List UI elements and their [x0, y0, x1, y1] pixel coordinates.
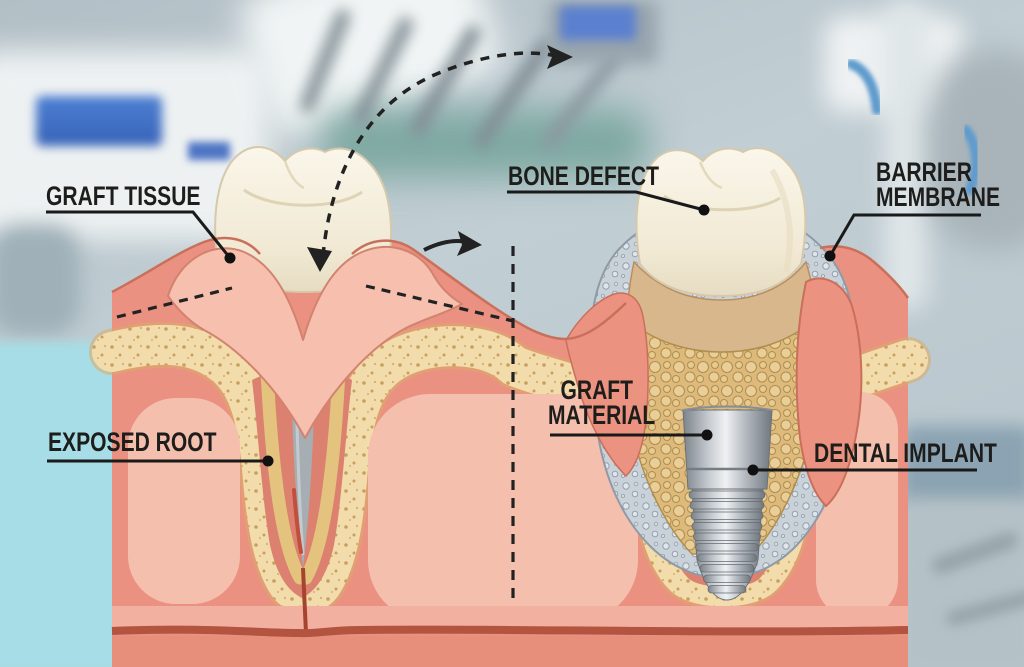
root-inflamed-stripe	[292, 488, 303, 554]
bg-cyan-chair-bottom-left	[0, 342, 120, 667]
graft-transfer-arc-arrow	[321, 51, 557, 257]
label-dots	[224, 204, 836, 476]
leader-barrier-membrane	[828, 213, 981, 257]
leader-graft-tissue	[46, 210, 232, 259]
arc-arrowhead-right	[547, 45, 573, 69]
dashed-annotations	[116, 51, 557, 604]
gum-line-dashed-left	[116, 286, 233, 319]
label-leaders	[46, 190, 981, 472]
graft-tissue-shape	[167, 245, 463, 439]
arc-arrowhead-down	[307, 247, 332, 272]
right-tooth-crown	[635, 147, 807, 298]
dot-graft-tissue	[224, 252, 236, 264]
bg-monitor-screen-blue	[36, 96, 162, 146]
dot-dental-implant	[747, 464, 759, 476]
label-graft-tissue: GRAFT TISSUE	[46, 181, 201, 211]
left-tooth-crown	[214, 146, 393, 294]
gum-top-outline	[111, 236, 910, 341]
blue-hook-icon	[961, 125, 982, 195]
bg-chair-lower-right	[902, 500, 1024, 667]
label-exposed-root: EXPOSED ROOT	[48, 427, 217, 457]
dot-graft-material	[701, 429, 713, 441]
blue-hook-icon	[846, 59, 882, 115]
dot-bone-defect	[698, 204, 710, 216]
leader-bone-defect	[507, 190, 705, 212]
label-graft-material-line2: MATERIAL	[548, 400, 656, 430]
label-barrier-membrane-line2: MEMBRANE	[876, 182, 1001, 212]
gum-papilla-left	[565, 292, 649, 478]
bg-small-blue-display	[188, 142, 230, 160]
root-canal-vessel	[301, 567, 308, 634]
bg-panel-screen-blue	[560, 6, 636, 40]
gum-inner-light	[112, 392, 908, 633]
blood-vessel	[111, 625, 909, 638]
bg-white-column-right	[884, 0, 928, 310]
label-dental-implant: DENTAL IMPLANT	[814, 438, 997, 468]
dot-exposed-root	[262, 455, 274, 467]
implant-screw-threads	[688, 490, 766, 594]
solid-arrowhead	[457, 231, 482, 256]
label-barrier-membrane-line1: BARRIER	[876, 157, 972, 187]
bg-gray-blob-left	[0, 225, 80, 335]
implant-abutment	[682, 409, 773, 490]
gum-papilla-right	[795, 277, 863, 508]
label-graft-material-line1: GRAFT	[560, 375, 634, 405]
label-barrier-membrane: BARRIER MEMBRANE	[876, 157, 1001, 212]
label-graft-material: GRAFT MATERIAL	[548, 375, 656, 430]
dot-barrier-membrane	[824, 250, 836, 262]
bg-chair-bar-right	[902, 426, 1024, 506]
label-bone-defect: BONE DEFECT	[508, 161, 659, 191]
gum-bottom-strip	[112, 636, 908, 667]
